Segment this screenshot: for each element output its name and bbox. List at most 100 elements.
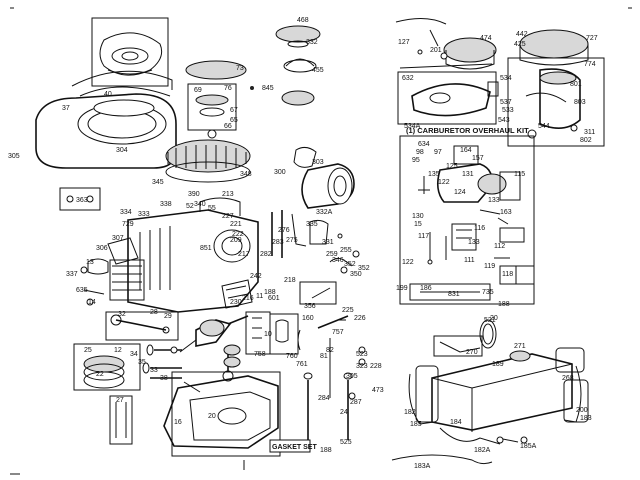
part-number-label: 232 [0, 0, 12, 2]
part-number-label: 227 [222, 213, 234, 220]
part-number-label: 157 [472, 155, 484, 162]
part-number-label: 125 [446, 163, 458, 170]
part-number-label: 112 [494, 243, 505, 250]
part-number-label: 544 [538, 123, 550, 130]
valve-group [142, 344, 201, 393]
part-number-label: 305 [346, 373, 358, 380]
part-number-label: 352 [344, 261, 356, 268]
part-number-label: 182A [474, 447, 491, 454]
fuel-line-parts [391, 335, 528, 465]
part-number-label: 802 [580, 137, 592, 144]
part-number-label: 221 [230, 221, 242, 228]
part-number-label: 323 [356, 363, 368, 370]
part-number-label: 231 [0, 0, 12, 2]
part-number-label: 473 [372, 387, 384, 394]
part-number-label: 38 [160, 375, 168, 382]
part-number-label: 119 [484, 263, 495, 270]
part-number-label: 37 [62, 105, 70, 112]
part-number-label: 116 [474, 225, 485, 232]
part-number-label: 183 [580, 415, 592, 422]
part-number-label: 130 [412, 213, 424, 220]
part-number-label: 98 [416, 149, 424, 156]
part-number-label: 199 [396, 285, 408, 292]
part-number-label: 534A [404, 123, 421, 130]
part-number-label: 334 [120, 209, 132, 216]
part-number-label: 160 [302, 315, 314, 322]
part-number-label: 635 [76, 287, 88, 294]
part-number-label: 52 [186, 203, 194, 210]
part-number-label: 284 [318, 395, 330, 402]
part-number-label: 230 [230, 299, 242, 306]
part-number-label: 184 [450, 419, 462, 426]
part-number-label: 601 [268, 295, 280, 302]
part-number-label: 133 [468, 239, 480, 246]
carburetor-kit-box [399, 135, 535, 305]
part-number-label: 185A [520, 443, 537, 450]
part-number-label: 189 [492, 361, 504, 368]
part-number-label: 255 [340, 247, 352, 254]
part-number-label: 774 [584, 61, 596, 68]
part-number-label: 40 [104, 91, 112, 98]
part-number-label: 218 [284, 277, 296, 284]
part-number-label: 164 [460, 147, 472, 154]
part-number-label: 186 [420, 285, 432, 292]
part-number-label: 283 [272, 239, 284, 246]
part-number-label: 133 [488, 197, 500, 204]
cylinder-head-group [59, 187, 109, 306]
part-number-label: 28 [150, 309, 158, 316]
part-number-label: 534 [500, 75, 512, 82]
part-number-label: 226 [354, 315, 366, 322]
part-number-label: 801 [570, 81, 582, 88]
part-number-label: 188 [264, 289, 276, 296]
flywheel-screen-parts [185, 25, 321, 139]
part-number-label: 345 [152, 179, 164, 186]
part-number-label: 97 [434, 149, 442, 156]
part-number-label: 67 [230, 107, 238, 114]
lower-fuel-tank [408, 347, 589, 432]
part-number-label: 845 [262, 85, 274, 92]
part-number-label: 185 [410, 421, 422, 428]
part-number-label: 729 [122, 221, 134, 228]
part-number-label: 760 [286, 353, 298, 360]
part-number-label: 727 [586, 35, 598, 42]
part-number-label: 337 [66, 271, 78, 278]
part-number-label: 122 [438, 179, 450, 186]
part-number-label: 122 [402, 259, 414, 266]
part-number-label: 242 [250, 273, 262, 280]
part-number-label: 803 [574, 99, 586, 106]
part-number-label: 758 [254, 351, 266, 358]
part-number-label: 276 [278, 227, 290, 234]
part-number-label: 200 [576, 407, 588, 414]
part-number-label: 22 [96, 371, 104, 378]
part-number-label: 65 [230, 117, 238, 124]
part-number-label: 468 [297, 17, 309, 24]
part-number-label: 10 [264, 331, 272, 338]
part-number-label: 82 [326, 347, 334, 354]
part-number-label: 213 [222, 191, 234, 198]
part-number-label: 425 [514, 41, 526, 48]
part-number-label: 275 [286, 237, 298, 244]
part-number-label: 521 [484, 317, 496, 324]
gasket-set-label: GASKET SET [272, 444, 317, 451]
part-number-label: 632 [402, 75, 414, 82]
part-number-label: 303 [312, 159, 324, 166]
part-number-label: 543 [498, 117, 510, 124]
part-number-label: 217 [0, 0, 12, 2]
part-number-label: 356 [304, 303, 316, 310]
part-number-label: 523 [356, 351, 368, 358]
part-number-label: 338 [160, 201, 172, 208]
upper-fuel-tank [397, 71, 499, 125]
part-number-label: 268 [562, 375, 574, 382]
flywheel [165, 139, 251, 183]
part-number-label: 363 [76, 197, 88, 204]
part-number-label: 259 [326, 251, 338, 258]
part-number-label: 201 [430, 47, 442, 54]
part-number-label: 20 [490, 315, 498, 322]
part-number-label: 282 [260, 251, 272, 258]
camshaft [222, 344, 241, 382]
part-number-label: 305 [8, 153, 20, 160]
part-number-label: 209 [230, 237, 242, 244]
part-number-label: 222 [232, 231, 244, 238]
